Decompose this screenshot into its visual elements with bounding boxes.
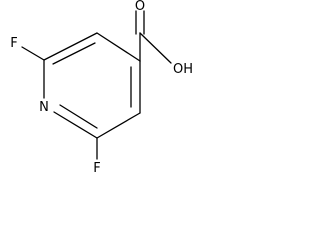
structure-canvas: O OH N F F	[0, 0, 198, 177]
atom-label-fluorine-top: F	[10, 36, 17, 51]
bond-c2-c3-double	[52, 42, 96, 65]
bond-c3-c4	[96, 32, 141, 62]
bond-c-oh	[139, 32, 172, 64]
bond-c6-n1-double	[59, 104, 98, 129]
atom-label-fluorine-bottom: F	[93, 161, 100, 176]
atom-label-nitrogen: N	[39, 100, 49, 115]
bond-c6-n1	[53, 111, 98, 139]
bond-c5-c6	[96, 112, 141, 139]
atom-label-oxygen: O	[135, 0, 145, 14]
structural-formula: O OH N F F	[10, 0, 193, 176]
atom-label-hydroxyl: OH	[173, 62, 193, 77]
bond-c2-c3	[43, 32, 98, 61]
bond-c2-f	[21, 46, 45, 61]
